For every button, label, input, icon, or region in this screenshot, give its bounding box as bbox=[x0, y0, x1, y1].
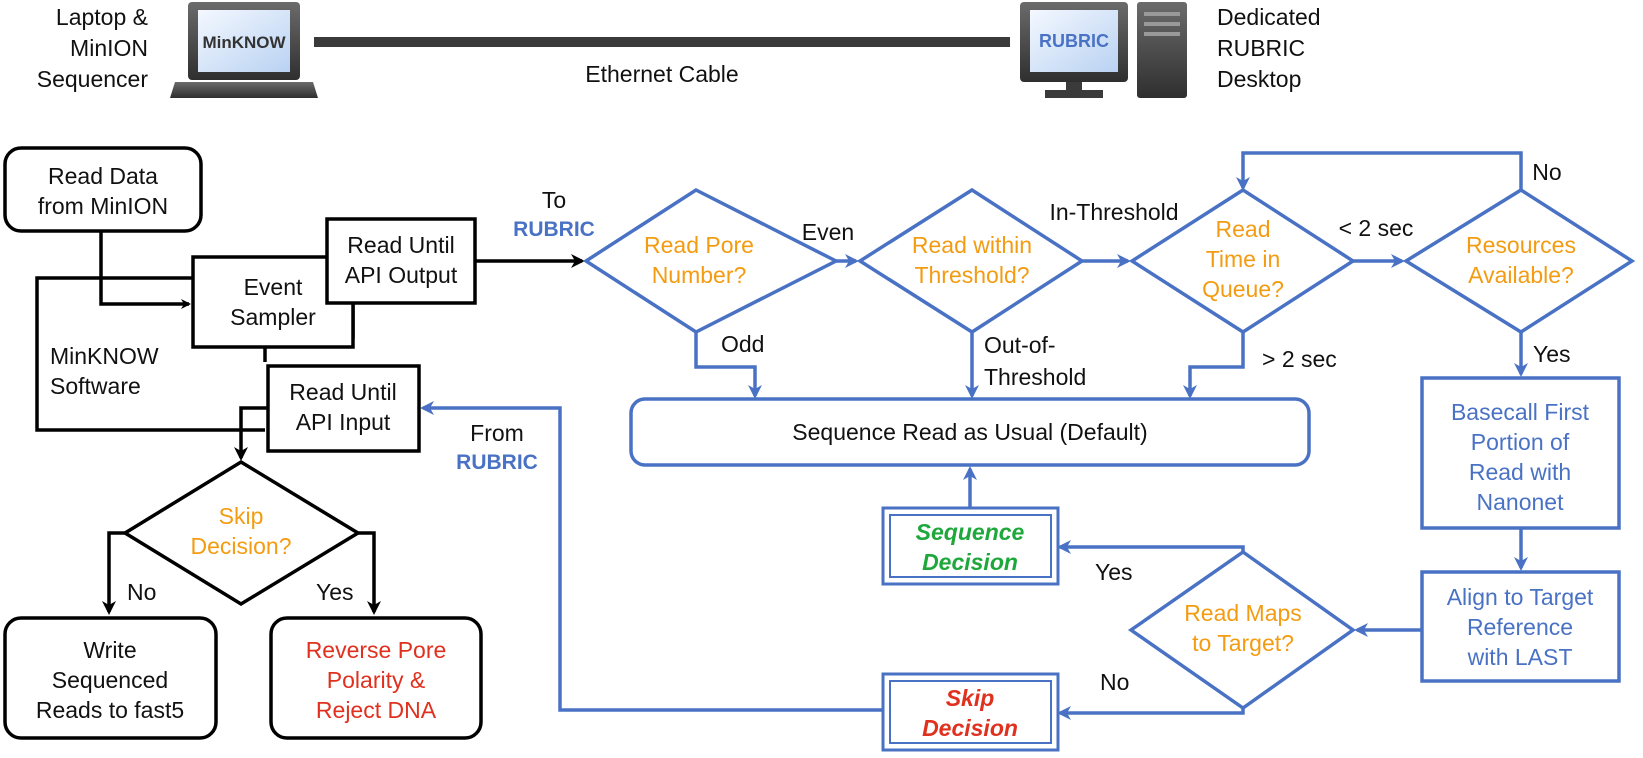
reverse-pore-box bbox=[269, 616, 483, 740]
desktop-tower-icon bbox=[1137, 2, 1187, 98]
maps-target-q-label-2: to Target? bbox=[1192, 630, 1294, 656]
laptop-label-line-2: MinION bbox=[70, 35, 148, 61]
threshold-q-label-1: Read within bbox=[912, 232, 1032, 258]
laptop-label-line-1: Laptop & bbox=[56, 4, 148, 30]
queue-time-q-label-1: Read bbox=[1216, 216, 1271, 242]
event-sampler-label-2: Sampler bbox=[230, 304, 316, 330]
api-output-label-1: Read Until bbox=[347, 232, 454, 258]
resources-yes-label: Yes bbox=[1533, 341, 1571, 367]
basecall-label-4: Nanonet bbox=[1477, 489, 1565, 515]
queue-time-q-label-2: Time in bbox=[1206, 246, 1281, 272]
read-data-box bbox=[3, 146, 203, 233]
resources-no-label: No bbox=[1532, 159, 1561, 185]
skip-decision-label-2: Decision bbox=[922, 715, 1018, 741]
reverse-pore-label-2: Polarity & bbox=[327, 667, 425, 693]
lt-2-sec-label: < 2 sec bbox=[1339, 215, 1414, 241]
arrow-odd bbox=[694, 332, 762, 399]
even-label: Even bbox=[802, 219, 854, 245]
maps-no-label: No bbox=[1100, 669, 1129, 695]
skip-decision-label-1: Skip bbox=[946, 685, 995, 711]
sequence-default-label: Sequence Read as Usual (Default) bbox=[792, 419, 1147, 445]
in-threshold-label: In-Threshold bbox=[1049, 199, 1178, 225]
desktop-label-line-1: Dedicated bbox=[1217, 4, 1321, 30]
minknow-software-label-1: MinKNOW bbox=[50, 343, 159, 369]
to-rubric-label: RUBRIC bbox=[513, 218, 595, 241]
reverse-pore-label-3: Reject DNA bbox=[316, 697, 437, 723]
basecall-label-3: Read with bbox=[1469, 459, 1571, 485]
from-label: From bbox=[470, 420, 524, 446]
ethernet-cable-label: Ethernet Cable bbox=[585, 61, 738, 87]
basecall-label-1: Basecall First bbox=[1451, 399, 1590, 425]
laptop-label: Laptop & MinION Sequencer bbox=[37, 4, 149, 92]
pore-number-q-label-1: Read Pore bbox=[644, 232, 754, 258]
write-reads-box bbox=[3, 616, 218, 740]
api-input-label-1: Read Until bbox=[289, 379, 396, 405]
threshold-q-label-2: Threshold? bbox=[914, 262, 1029, 288]
out-threshold-label-2: Threshold bbox=[984, 364, 1086, 390]
skip-decision-q-diamond bbox=[121, 459, 362, 607]
api-input-box bbox=[266, 364, 421, 453]
desktop-label-line-3: Desktop bbox=[1217, 66, 1301, 92]
sequence-decision-label-1: Sequence bbox=[916, 519, 1025, 545]
write-reads-label-2: Sequenced bbox=[52, 667, 168, 693]
align-label-3: with LAST bbox=[1467, 644, 1573, 670]
api-input-label-2: API Input bbox=[296, 409, 391, 435]
pore-number-q-label-2: Number? bbox=[652, 262, 747, 288]
read-data-label-2: from MinION bbox=[38, 193, 168, 219]
minknow-software-label-2: Software bbox=[50, 373, 141, 399]
reverse-pore-label-1: Reverse Pore bbox=[306, 637, 447, 663]
sequence-decision-inner-border bbox=[889, 514, 1052, 578]
skip-no-label: No bbox=[127, 579, 156, 605]
resources-q-label-1: Resources bbox=[1466, 232, 1576, 258]
basecall-box bbox=[1420, 376, 1621, 530]
arrow-skip-yes bbox=[358, 531, 381, 615]
write-reads-label-1: Write bbox=[83, 637, 136, 663]
arrow-maps-yes bbox=[1057, 540, 1245, 554]
resources-q-diamond bbox=[1402, 187, 1636, 335]
arrow-gt-2-sec bbox=[1183, 332, 1245, 399]
align-label-1: Align to Target bbox=[1447, 584, 1594, 610]
align-label-2: Reference bbox=[1467, 614, 1573, 640]
resources-q-label-2: Available? bbox=[1468, 262, 1574, 288]
event-sampler-label-1: Event bbox=[244, 274, 303, 300]
out-threshold-label-1: Out-of- bbox=[984, 332, 1056, 358]
read-data-label-1: Read Data bbox=[48, 163, 158, 189]
arrow-skip-no bbox=[102, 531, 125, 615]
laptop-icon bbox=[170, 2, 318, 98]
to-label: To bbox=[542, 187, 566, 213]
desktop-label: Dedicated RUBRIC Desktop bbox=[1217, 4, 1321, 92]
skip-decision-box bbox=[881, 672, 1060, 752]
write-reads-label-3: Reads to fast5 bbox=[36, 697, 184, 723]
desktop-monitor-icon bbox=[1020, 2, 1128, 98]
skip-yes-label: Yes bbox=[316, 579, 354, 605]
arrow-api-input-to-skip-q bbox=[234, 406, 268, 461]
laptop-label-line-3: Sequencer bbox=[37, 66, 149, 92]
desktop-screen-label: RUBRIC bbox=[1039, 31, 1109, 51]
arrow-maps-no bbox=[1057, 706, 1245, 720]
laptop-screen-label: MinKNOW bbox=[202, 33, 286, 52]
sequence-decision-label-2: Decision bbox=[922, 549, 1018, 575]
arrow-read-data-to-sampler bbox=[99, 231, 191, 309]
align-box bbox=[1420, 570, 1621, 683]
arrow-resources-no-loop bbox=[1236, 151, 1523, 191]
skip-decision-q-label-2: Decision? bbox=[191, 533, 292, 559]
odd-label: Odd bbox=[721, 331, 764, 357]
desktop-label-line-2: RUBRIC bbox=[1217, 35, 1305, 61]
pore-number-q-diamond bbox=[582, 187, 840, 335]
api-output-label-2: API Output bbox=[345, 262, 458, 288]
queue-time-q-label-3: Queue? bbox=[1202, 276, 1284, 302]
sequence-default-box bbox=[629, 397, 1311, 467]
skip-decision-q-label-1: Skip bbox=[219, 503, 264, 529]
maps-target-q-label-1: Read Maps bbox=[1184, 600, 1302, 626]
from-rubric-label: RUBRIC bbox=[456, 451, 538, 474]
arrow-skip-decision-to-api-input bbox=[420, 401, 883, 712]
gt-2-sec-label: > 2 sec bbox=[1262, 346, 1337, 372]
maps-yes-label: Yes bbox=[1095, 559, 1133, 585]
skip-decision-inner-border bbox=[889, 680, 1052, 744]
basecall-label-2: Portion of bbox=[1471, 429, 1570, 455]
